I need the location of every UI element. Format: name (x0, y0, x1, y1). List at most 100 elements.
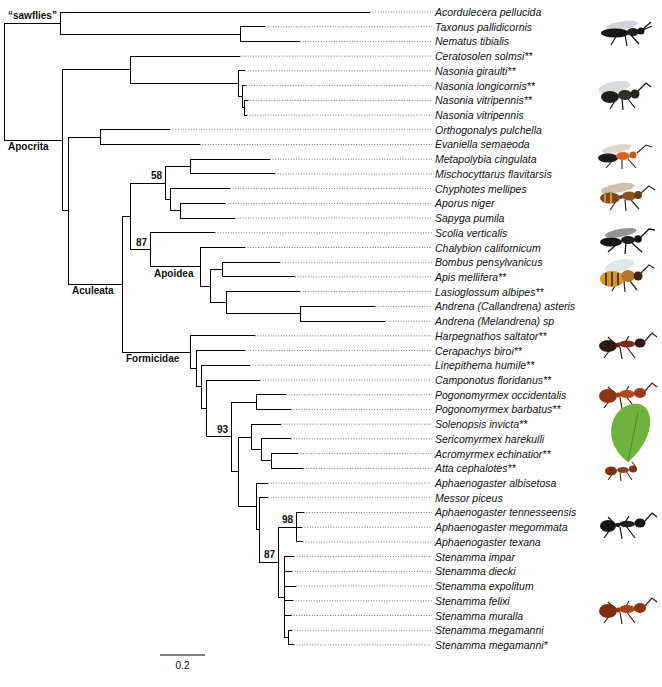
clade-label: Formicidae (126, 353, 179, 365)
branch-line (190, 336, 191, 369)
branch-line (62, 210, 68, 211)
branch-line (201, 365, 202, 408)
branch-line (210, 269, 222, 270)
branch-line (68, 137, 69, 284)
branch-line (190, 368, 196, 369)
support-value: 93 (217, 424, 228, 436)
taxon-label: Bombus pensylvanicus (435, 256, 542, 268)
clade-label: Aculeata (72, 285, 114, 297)
branch-line (271, 453, 298, 454)
taxon-label: Atta cephalotes** (435, 462, 516, 474)
taxon-label: Acromyrmex echinatior** (435, 448, 551, 460)
branch-line (165, 166, 190, 167)
branch-line (200, 247, 245, 248)
leader-dots (291, 409, 432, 410)
branch-line (256, 409, 291, 410)
branch-line (240, 26, 265, 27)
taxon-label: Nematus tibialis (435, 35, 509, 47)
taxon-label: Apis mellifera** (435, 271, 506, 283)
branch-line (284, 615, 291, 616)
leader-dots (385, 321, 432, 322)
leader-dots (281, 424, 432, 425)
branch-line (278, 527, 296, 528)
taxon-label: Aphaenogaster tennesseensis (435, 506, 576, 518)
leader-dots (268, 483, 432, 484)
taxon-label: Aphaenogaster albisetosa (435, 477, 556, 489)
branch-line (4, 23, 5, 140)
leader-dots (215, 232, 432, 233)
branch-line (165, 199, 170, 200)
support-value: 87 (264, 549, 275, 561)
branch-line (206, 380, 207, 437)
branch-line (4, 23, 60, 24)
taxon-label: Nasonia giraulti** (435, 65, 516, 77)
taxon-label: Taxonus pallidicornis (435, 21, 532, 33)
branch-line (210, 270, 211, 303)
taxon-label: Stenamma megamanni* (435, 639, 548, 651)
leader-dots (296, 586, 432, 587)
support-value: 98 (282, 514, 293, 526)
branch-line (165, 167, 166, 200)
branch-line (238, 437, 239, 506)
branch-line (222, 262, 280, 263)
branch-line (68, 284, 122, 285)
branch-line (130, 249, 150, 250)
scale-label: 0.2 (176, 660, 190, 672)
branch-line (196, 386, 201, 387)
leader-dots (304, 512, 432, 513)
branch-line (170, 188, 230, 189)
branch-line (261, 438, 291, 439)
branch-line (288, 630, 292, 631)
leader-dots (303, 468, 432, 469)
leader-dots (291, 438, 432, 439)
branch-line (238, 70, 245, 71)
branch-line (238, 506, 256, 507)
leader-dots (275, 173, 432, 174)
taxon-label: Pogonomyrmex occidentalis (435, 389, 566, 401)
branch-line (300, 306, 375, 307)
taxon-label: Andrena (Callandrena) asteris (435, 300, 575, 312)
branch-line (122, 216, 130, 217)
leader-dots (375, 306, 432, 307)
taxon-label: Stenamma expolitum (435, 580, 534, 592)
taxon-label: Chalybion californicum (435, 242, 541, 254)
leader-dots (230, 188, 432, 189)
branch-line (196, 351, 197, 387)
branch-line (122, 352, 190, 353)
leader-dots (247, 115, 432, 116)
branch-line (222, 262, 223, 277)
leader-dots (245, 350, 432, 351)
branch-line (242, 86, 243, 108)
branch-line (200, 248, 201, 287)
branch-line (62, 70, 63, 211)
leader-dots (298, 453, 432, 454)
branch-line (300, 321, 385, 322)
taxon-label: Stenamma diecki (435, 565, 516, 577)
taxon-label: Nasonia vitripennis (435, 109, 524, 121)
branch-line (278, 597, 284, 598)
leader-dots (292, 630, 432, 631)
branch-line (190, 159, 191, 174)
branch-line (240, 27, 241, 42)
branch-line (231, 402, 256, 403)
taxon-label: Ceratosolen solmsi** (435, 50, 532, 62)
branch-line (206, 380, 260, 381)
branch-line (130, 183, 165, 184)
scale-bar (160, 654, 205, 655)
branch-line (256, 483, 257, 530)
branch-line (226, 313, 300, 314)
branch-line (256, 395, 257, 410)
taxon-label: Mischocyttarus flavitarsis (435, 168, 552, 180)
branch-line (244, 100, 245, 115)
taxon-label: Stenamma felixi (435, 595, 510, 607)
leader-dots (255, 335, 432, 336)
branch-line (251, 424, 252, 450)
taxon-label: Camponotus floridanus** (435, 374, 551, 386)
taxon-label: Chyphotes mellipes (435, 183, 527, 195)
taxon-label: Cerapachys biroi** (435, 345, 522, 357)
taxon-label: Scolia verticalis (435, 227, 507, 239)
branch-line (100, 129, 170, 130)
branch-line (130, 56, 240, 57)
